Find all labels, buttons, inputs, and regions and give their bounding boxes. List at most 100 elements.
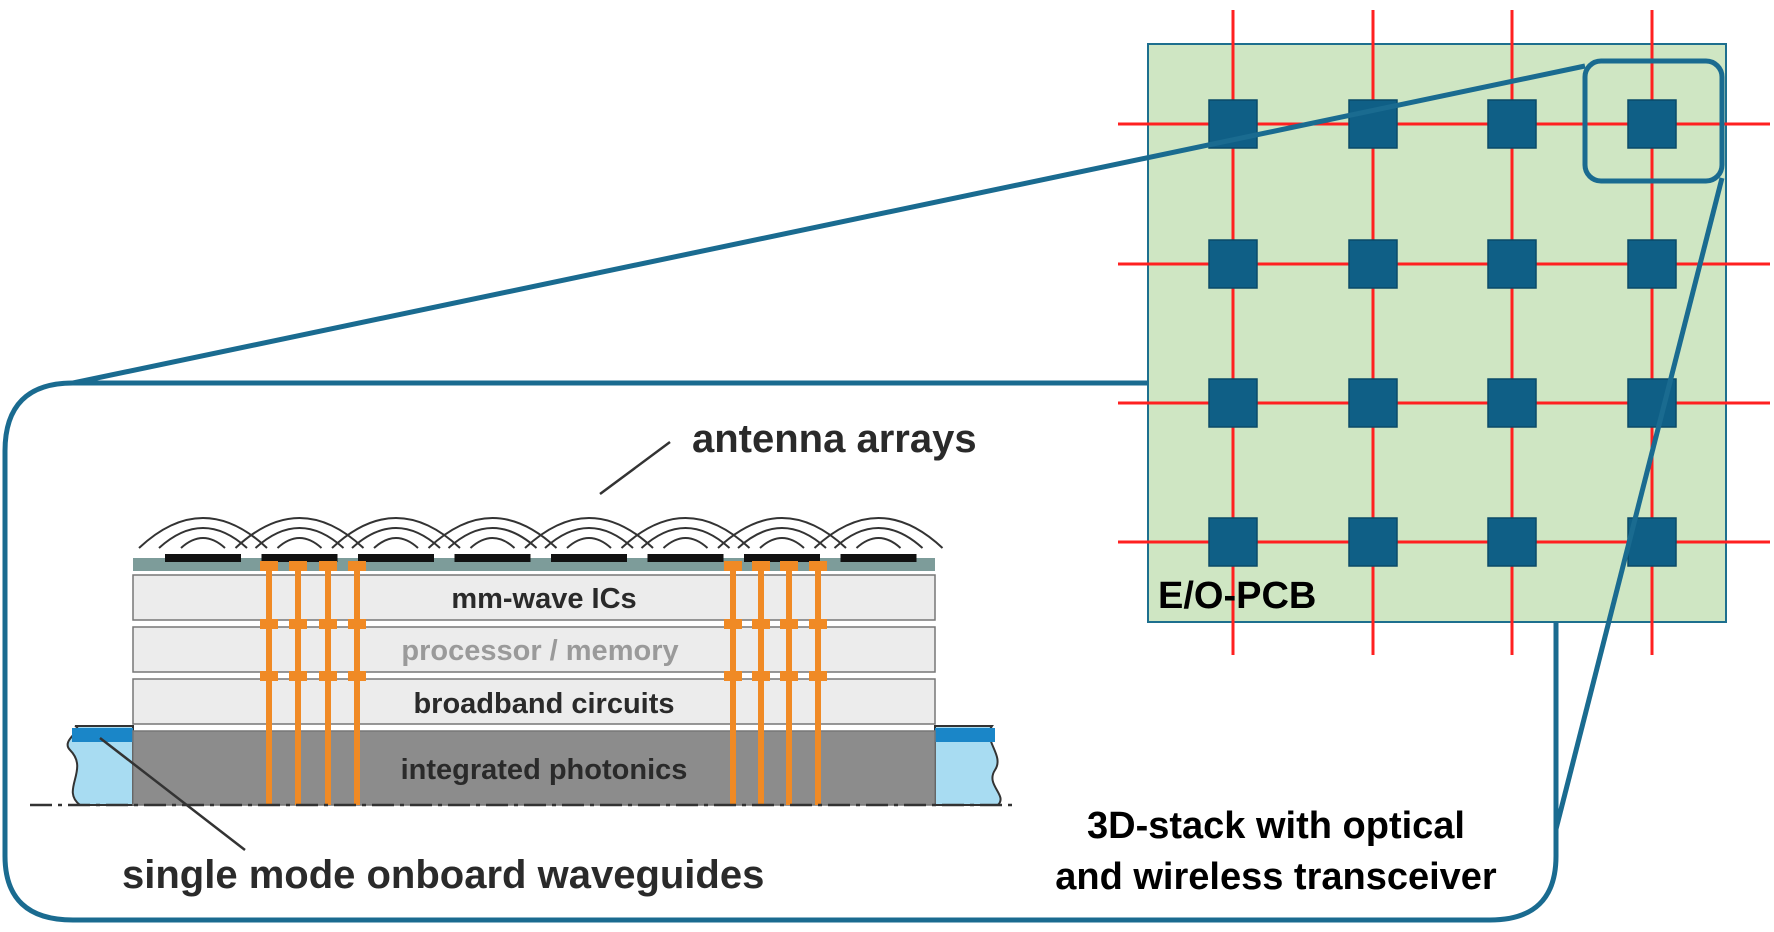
grid-node-chip [1208, 99, 1258, 149]
via-pad [289, 671, 307, 681]
antenna-pad [165, 554, 241, 562]
board-label: E/O-PCB [1158, 575, 1316, 617]
antenna-wave-arc [331, 517, 461, 549]
via-pad [752, 561, 770, 571]
antenna-wave-arc [524, 517, 654, 549]
antenna-wave-arc [180, 537, 226, 549]
caption: 3D-stack with optical and wireless trans… [1055, 805, 1497, 898]
grid-node-chip [1348, 239, 1398, 289]
grid-node-chip [1627, 517, 1677, 567]
via-pad [752, 671, 770, 681]
onboard-waveguides [66, 725, 1002, 806]
grid-node-chip [1487, 239, 1537, 289]
antenna-pads [165, 554, 917, 562]
grid-node-chip [1208, 378, 1258, 428]
grid-node-chip [1487, 517, 1537, 567]
antenna-wave-arc [351, 527, 441, 549]
via-pad [348, 671, 366, 681]
via-pad [319, 561, 337, 571]
antenna-leader-line [599, 440, 671, 496]
waveguide-left-core [72, 728, 133, 742]
antenna-wave-arc [640, 527, 731, 549]
stack-cross-section: mm-wave ICs processor / memory broadband… [30, 417, 1012, 897]
via-pad [809, 671, 827, 681]
antenna-wave-arc [276, 537, 323, 549]
antenna-wave-arc [620, 517, 751, 549]
waveguides-label: single mode onboard waveguides [122, 853, 764, 897]
grid-node-chip [1627, 99, 1677, 149]
layer-integrated-photonics-label: integrated photonics [401, 754, 688, 786]
via-pad [260, 671, 278, 681]
antenna-wave-arc [254, 527, 345, 549]
board-grid-nodes [1208, 99, 1677, 567]
antenna-wave-arc [566, 537, 612, 549]
antenna-wave-arc [447, 527, 538, 549]
antenna-pad [744, 554, 820, 562]
callout-highlight-box [1582, 58, 1725, 184]
via-pad [260, 619, 278, 629]
via-pad [809, 561, 827, 571]
grid-node-chip [1627, 239, 1677, 289]
via-pad [780, 561, 798, 571]
antenna-wave-arc [427, 517, 558, 549]
antenna-pad [261, 554, 338, 562]
grid-node-chip [1627, 378, 1677, 428]
antenna-wave-arc [855, 537, 902, 549]
layer-broadband-circuits-label: broadband circuits [413, 688, 674, 720]
layer-processor-memory-label: processor / memory [401, 635, 678, 667]
zoom-panel-frame [2, 380, 1559, 923]
grid-node-chip [1348, 517, 1398, 567]
via-pad [724, 619, 742, 629]
waveguide-right-core [935, 728, 995, 742]
antenna-pad [551, 554, 627, 562]
antenna-wave-arc [373, 537, 419, 549]
via-pad [260, 561, 278, 571]
antenna-wave-arc [759, 537, 805, 549]
antenna-pad [454, 554, 531, 562]
antenna-wave-arc [662, 537, 709, 549]
via-pad [809, 619, 827, 629]
antenna-arcs [138, 517, 944, 549]
antenna-arrays-label: antenna arrays [692, 417, 977, 461]
callout-line-top [72, 63, 1586, 386]
antenna-wave-arc [813, 517, 944, 549]
callout-line-bottom [1553, 177, 1725, 830]
via-pad [348, 619, 366, 629]
caption-line-2: and wireless transceiver [1055, 856, 1497, 898]
via-pad [724, 671, 742, 681]
antenna-pad [647, 554, 724, 562]
via-pad [289, 561, 307, 571]
antenna-wave-arc [833, 527, 924, 549]
vertical-vias [260, 561, 827, 805]
grid-node-chip [1487, 378, 1537, 428]
eo-pcb-board: E/O-PCB [1118, 10, 1770, 655]
via-pad [780, 619, 798, 629]
zoom-callout [2, 58, 1725, 923]
antenna-wave-arc [737, 527, 827, 549]
stack-layers: mm-wave ICs processor / memory broadband… [132, 574, 936, 806]
waveguide-leader-line [99, 737, 246, 851]
antenna-wave-arc [138, 517, 268, 549]
antenna-wave-arc [234, 517, 365, 549]
grid-node-chip [1487, 99, 1537, 149]
grid-node-chip [1208, 239, 1258, 289]
caption-line-1: 3D-stack with optical [1087, 805, 1465, 847]
via-pad [752, 619, 770, 629]
via-pad [348, 561, 366, 571]
antenna-wave-arc [717, 517, 847, 549]
via-pad [319, 619, 337, 629]
layer-mmwave-ics-label: mm-wave ICs [451, 583, 636, 615]
antenna-pad [358, 554, 434, 562]
via-pad [780, 671, 798, 681]
via-pad [289, 619, 307, 629]
antenna-wave-arc [469, 537, 516, 549]
grid-node-chip [1348, 378, 1398, 428]
antenna-wave-arc [158, 527, 248, 549]
grid-node-chip [1208, 517, 1258, 567]
via-pad [724, 561, 742, 571]
antenna-wave-arc [544, 527, 634, 549]
via-pad [319, 671, 337, 681]
antenna-pad [840, 554, 917, 562]
